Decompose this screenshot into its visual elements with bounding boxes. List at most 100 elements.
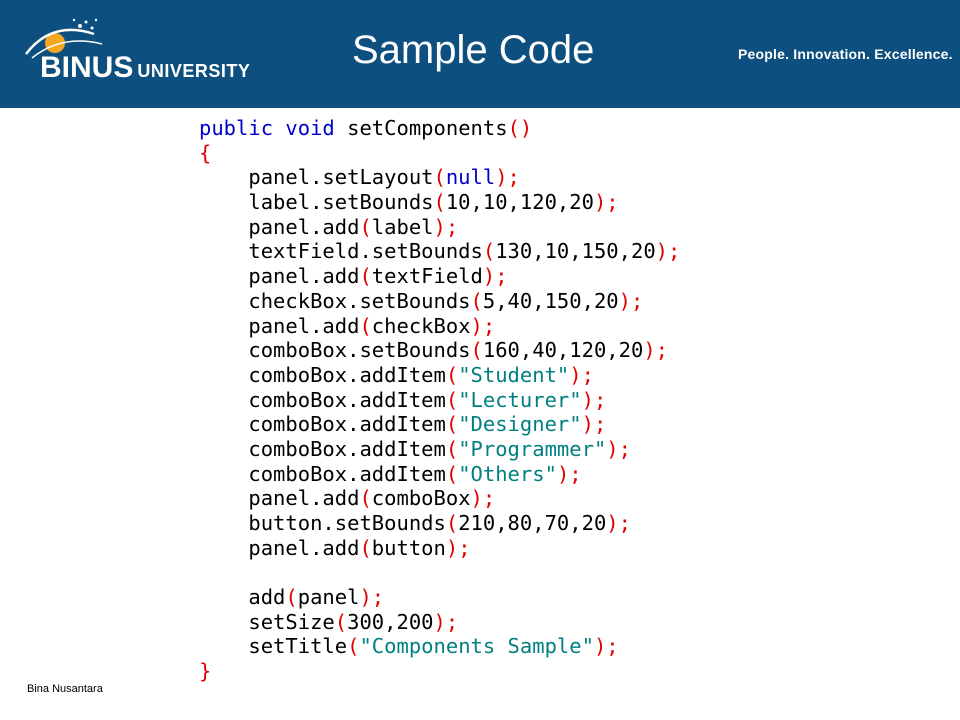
code-token: ); — [359, 585, 385, 610]
code-line: panel.setLayout(null); — [199, 165, 680, 190]
code-token: ( — [445, 436, 459, 461]
code-token: ( — [334, 609, 348, 634]
code-token: () — [507, 116, 533, 140]
code-token: ( — [482, 239, 496, 264]
code-block: public void setComponents(){ panel.setLa… — [199, 116, 680, 684]
code-token: ( — [470, 288, 483, 313]
code-token: label — [371, 214, 434, 239]
code-token: button.setBounds — [199, 511, 446, 535]
code-token: panel — [297, 585, 360, 610]
code-token: ); — [606, 436, 631, 461]
code-token: 300,200 — [347, 609, 434, 634]
code-line: setTitle("Components Sample"); — [199, 634, 680, 659]
code-token: ); — [593, 190, 619, 215]
logo-name: BINUS — [40, 51, 134, 84]
code-token: checkBox.setBounds — [199, 288, 471, 313]
code-token: 5,40,150,20 — [482, 288, 619, 313]
code-token: ( — [359, 264, 372, 289]
code-line: { — [199, 141, 680, 166]
code-token: ( — [445, 412, 459, 437]
code-token: comboBox.setBounds — [199, 338, 471, 363]
code-token: 210,80,70,20 — [458, 511, 607, 535]
code-line: comboBox.addItem("Student"); — [199, 363, 680, 388]
code-token: ); — [581, 412, 607, 437]
code-token: } — [199, 659, 212, 684]
code-token: ( — [359, 214, 372, 239]
code-token: "Lecturer" — [458, 387, 582, 412]
code-line: } — [199, 659, 680, 684]
code-token: panel.add — [199, 313, 360, 338]
code-line: panel.add(textField); — [199, 264, 680, 289]
code-token: textField.setBounds — [199, 239, 483, 264]
code-token: comboBox.addItem — [199, 461, 446, 486]
code-token: ); — [581, 387, 607, 412]
code-token: ( — [445, 511, 459, 535]
code-token: ); — [470, 486, 496, 511]
code-token: setSize — [199, 609, 335, 634]
code-token: "Student" — [458, 362, 570, 387]
code-line: comboBox.addItem("Programmer"); — [199, 437, 680, 462]
code-line: comboBox.addItem("Designer"); — [199, 412, 680, 437]
code-token: ); — [655, 239, 681, 264]
code-token: comboBox.addItem — [199, 387, 446, 412]
code-token: { — [199, 140, 212, 165]
code-token: 10,10,120,20 — [445, 190, 594, 215]
code-line: panel.add(button); — [199, 536, 680, 561]
code-token: panel.setLayout — [199, 165, 434, 190]
logo-suffix: UNIVERSITY — [137, 61, 251, 81]
code-token: ); — [433, 609, 459, 634]
code-line — [199, 560, 680, 585]
code-token: ); — [556, 461, 582, 486]
code-line: add(panel); — [199, 585, 680, 610]
code-token: ); — [569, 362, 594, 387]
slide-title: Sample Code — [352, 28, 595, 72]
code-token: ); — [618, 288, 644, 313]
code-line: textField.setBounds(130,10,150,20); — [199, 239, 680, 264]
code-token: ( — [470, 338, 483, 363]
code-token: comboBox — [371, 486, 471, 511]
code-token: ( — [359, 486, 372, 511]
code-token: comboBox.addItem — [199, 362, 446, 387]
code-token: ( — [359, 535, 372, 560]
code-line: panel.add(comboBox); — [199, 486, 680, 511]
code-token: ( — [445, 362, 459, 387]
code-token: "Designer" — [458, 412, 582, 437]
code-token: comboBox.addItem — [199, 436, 446, 461]
binus-logo-icon — [25, 18, 103, 59]
code-token: ( — [445, 387, 459, 412]
code-line: public void setComponents() — [199, 116, 680, 141]
code-token: 160,40,120,20 — [482, 338, 644, 363]
code-token: 130,10,150,20 — [495, 239, 656, 264]
tagline: People. Innovation. Excellence. — [738, 46, 953, 62]
code-token: panel.add — [199, 264, 360, 289]
code-token: ( — [347, 634, 360, 659]
code-line: panel.add(checkBox); — [199, 314, 680, 339]
code-token: ( — [359, 313, 372, 338]
code-token: ); — [470, 313, 496, 338]
code-token: setComponents — [347, 116, 508, 140]
code-token: ); — [445, 535, 471, 560]
code-token: "Programmer" — [458, 436, 607, 461]
footer-text: Bina Nusantara — [27, 683, 103, 695]
code-token: panel.add — [199, 535, 360, 560]
code-token: ( — [445, 461, 459, 486]
code-token: ( — [285, 585, 298, 610]
code-token: "Others" — [458, 461, 557, 486]
code-token: panel.add — [199, 214, 360, 239]
code-line: button.setBounds(210,80,70,20); — [199, 511, 680, 536]
code-token: ); — [495, 165, 520, 190]
code-line: checkBox.setBounds(5,40,150,20); — [199, 289, 680, 314]
code-token: null — [445, 165, 496, 190]
code-token: setTitle — [199, 634, 348, 659]
code-token: ( — [433, 190, 446, 215]
code-token: ); — [482, 264, 508, 289]
code-token: panel.add — [199, 486, 360, 511]
code-token: textField — [371, 264, 483, 289]
code-token: "Components Sample" — [359, 634, 594, 659]
code-token: ); — [433, 214, 459, 239]
code-token: ( — [433, 165, 446, 190]
code-token: ); — [643, 338, 669, 363]
code-token: label.setBounds — [199, 190, 434, 215]
